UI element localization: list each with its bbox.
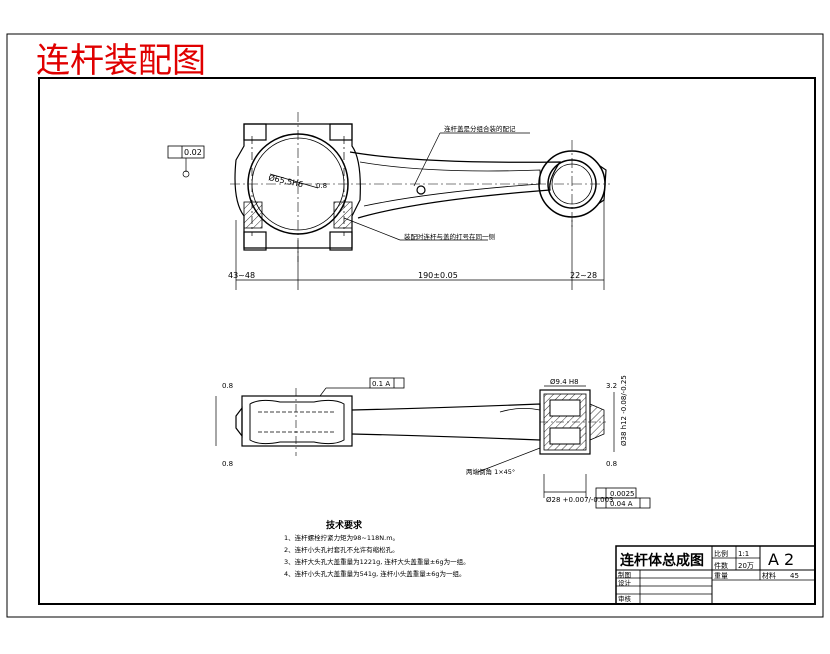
oil-hole <box>416 185 426 195</box>
title-block <box>615 545 816 605</box>
review-label: 审核 <box>618 594 632 603</box>
dim-left: 43~48 <box>228 271 255 280</box>
big-end-block <box>241 395 353 447</box>
roughness-3: 3.2 <box>606 382 617 390</box>
small-end-flange <box>589 403 605 441</box>
roughness-2: 0.8 <box>222 460 233 468</box>
page-title: 连杆装配图 <box>36 41 206 81</box>
weight-label: 重量 <box>714 572 728 580</box>
outer-frame <box>6 33 824 618</box>
tech-req-item-3: 3、连杆大头孔大盖重量为1221g, 连杆大头盖重量±6g为一组。 <box>284 557 470 566</box>
plan-view <box>215 377 651 509</box>
chamfer-note: 两端倒角 1×45° <box>466 467 515 476</box>
tol-parallelism: 0.04 A <box>610 500 633 508</box>
inner-frame <box>38 77 816 605</box>
tech-req-item-4: 4、连杆小头孔大盖重量为541g, 连杆小头盖重量±6g为一组。 <box>284 569 466 578</box>
bolt-head-bottom-left <box>243 231 267 251</box>
drawn-label: 制图 <box>618 570 631 579</box>
title-block-name: 连杆体总成图 <box>620 552 704 569</box>
roughness-4: 0.8 <box>606 460 617 468</box>
qty-value: 20万 <box>738 562 754 570</box>
bolt-head-bottom-right <box>329 231 353 251</box>
tech-req-item-1: 1、连杆螺栓拧紧力矩为98~118N.m。 <box>284 533 399 542</box>
bolt-head-top-left <box>243 123 267 141</box>
rod-shank <box>349 151 562 219</box>
bolt-end-left <box>235 406 243 438</box>
small-end-lug <box>597 165 607 205</box>
dim-vertical: Ø38 h12 -0.08/-0.25 <box>620 375 628 446</box>
design-label: 设计 <box>618 578 632 587</box>
label-cap-pairing: 连杆盖是分组合装的配记 <box>444 124 516 133</box>
material-label: 材料 <box>762 571 776 580</box>
bolt-head-top-right <box>329 123 353 141</box>
roughness-1: 0.8 <box>222 382 233 390</box>
scale-label: 比例 <box>714 549 728 558</box>
sheet-size: A 2 <box>768 550 794 569</box>
label-assembly-note: 装配时连杆与盖的打号在同一侧 <box>404 232 495 241</box>
dim-big-bore: Ø65.5H6 <box>268 172 305 189</box>
tolerance-value: 0.02 <box>184 148 202 157</box>
scale-value: 1:1 <box>738 550 749 558</box>
qty-label: 件数 <box>714 561 728 570</box>
material-value: 45 <box>790 572 799 580</box>
datum-frame-value: 0.1 A <box>372 380 390 388</box>
dim-right: 22~28 <box>570 271 597 280</box>
roughness-big-bore: 0.8 <box>316 182 327 190</box>
tol-cylindricity: 0.0025 <box>610 490 635 498</box>
big-end-inner <box>249 399 345 445</box>
dim-small-width: Ø9.4 H8 <box>550 378 579 386</box>
dim-bottom: Ø28 +0.007/-0.003 <box>546 496 613 504</box>
front-view <box>167 112 610 290</box>
dim-center-distance: 190±0.05 <box>418 271 458 280</box>
tech-req-title: 技术要求 <box>326 519 363 531</box>
tech-req-item-2: 2、连杆小头孔衬套孔不允许有缩松孔。 <box>284 545 399 554</box>
